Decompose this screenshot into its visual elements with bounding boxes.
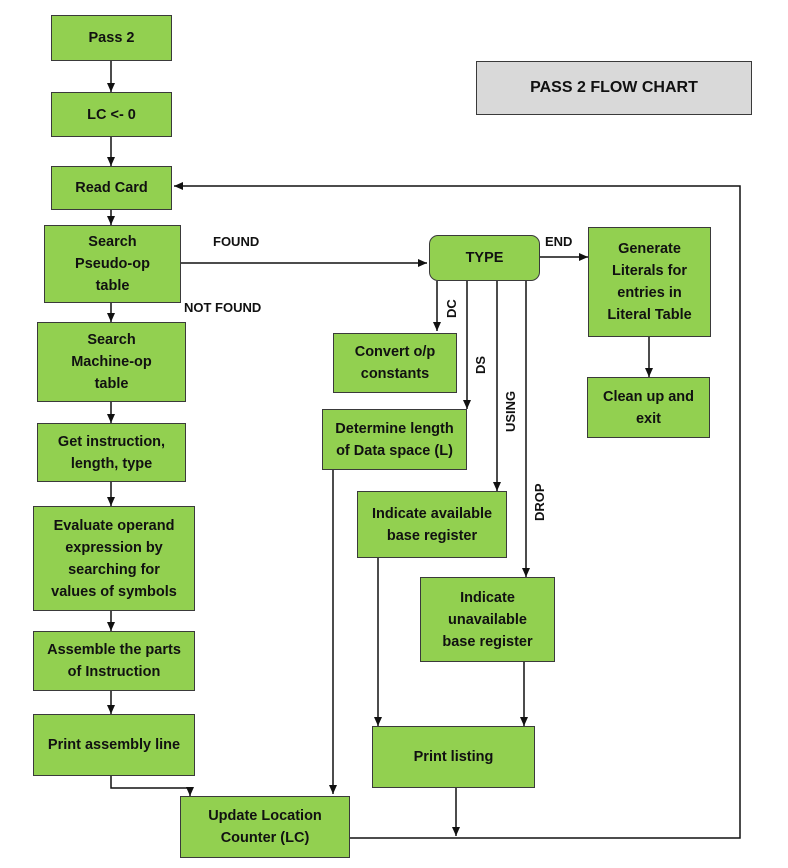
type-decision-box: TYPE xyxy=(429,235,540,281)
indicate-unavailable-box: Indicate unavailable base register xyxy=(420,577,555,662)
chart-title: PASS 2 FLOW CHART xyxy=(476,61,752,115)
assemble-parts-box: Assemble the parts of Instruction xyxy=(33,631,195,691)
generate-literals-box: Generate Literals for entries in Literal… xyxy=(588,227,711,337)
read-card-box: Read Card xyxy=(51,166,172,210)
lc-init-box: LC <- 0 xyxy=(51,92,172,137)
drop-label: DROP xyxy=(532,483,547,521)
search-pseudo-op-box: Search Pseudo-op table xyxy=(44,225,181,303)
clean-up-exit-box: Clean up and exit xyxy=(587,377,710,438)
search-machine-op-box: Search Machine-op table xyxy=(37,322,186,402)
determine-length-box: Determine length of Data space (L) xyxy=(322,409,467,470)
update-location-counter-box: Update Location Counter (LC) xyxy=(180,796,350,858)
get-instruction-box: Get instruction, length, type xyxy=(37,423,186,482)
loop-back-to-readcard xyxy=(174,182,741,839)
not-found-label: NOT FOUND xyxy=(184,300,262,315)
print-assembly-line-box: Print assembly line xyxy=(33,714,195,776)
end-label: END xyxy=(545,234,573,249)
ds-label: DS xyxy=(473,355,488,374)
evaluate-operand-box: Evaluate operand expression by searching… xyxy=(33,506,195,611)
found-label: FOUND xyxy=(213,234,260,249)
convert-constants-box: Convert o/p constants xyxy=(333,333,457,393)
pass2-box: Pass 2 xyxy=(51,15,172,61)
dc-label: DC xyxy=(444,299,459,318)
arrow-print-to-update xyxy=(110,776,194,796)
indicate-available-box: Indicate available base register xyxy=(357,491,507,558)
print-listing-box: Print listing xyxy=(372,726,535,788)
using-label: USING xyxy=(503,390,518,432)
